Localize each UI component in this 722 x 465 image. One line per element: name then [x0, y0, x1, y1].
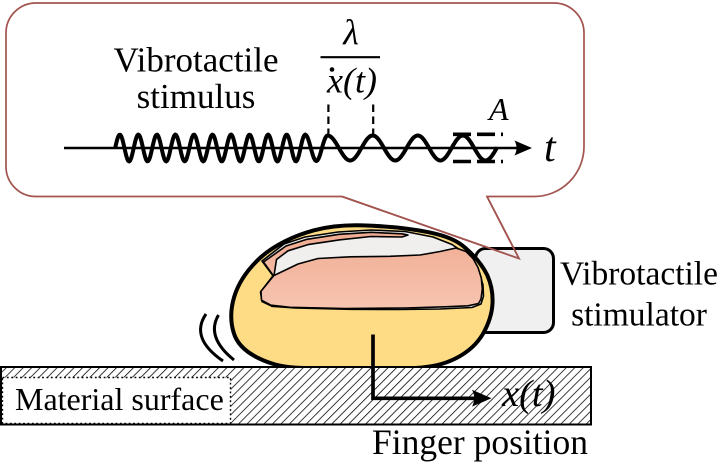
svg-text:λ: λ — [342, 13, 359, 53]
svg-text:stimulus: stimulus — [137, 77, 256, 116]
svg-text:x(t): x(t) — [501, 373, 555, 415]
svg-text:x(t): x(t) — [326, 61, 377, 101]
svg-text:Finger position: Finger position — [372, 422, 588, 462]
svg-text:A: A — [487, 91, 509, 127]
svg-text:stimulator: stimulator — [571, 297, 707, 334]
svg-text:Material surface: Material surface — [15, 381, 224, 417]
svg-text:Vibrotactile: Vibrotactile — [560, 256, 718, 293]
svg-text:Vibrotactile: Vibrotactile — [113, 41, 278, 80]
svg-text:t: t — [544, 125, 557, 171]
